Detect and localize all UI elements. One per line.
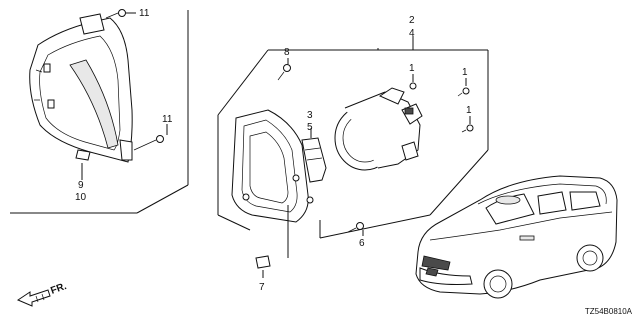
screw-1-a — [409, 74, 417, 90]
left-group-outline — [10, 10, 189, 214]
screw-6 — [347, 222, 364, 236]
callout-10: 10 — [75, 192, 87, 203]
front-direction-arrow-icon — [16, 289, 51, 307]
callout-9: 9 — [78, 180, 84, 191]
callout-7: 7 — [259, 282, 265, 293]
callout-3: 3 — [307, 110, 313, 121]
callout-11-right: 11 — [162, 114, 173, 125]
bolt-11-right — [133, 124, 168, 151]
center-group-outline — [217, 48, 489, 239]
fog-light-frame — [231, 109, 327, 223]
direction-label: FR. — [49, 281, 68, 297]
diagram-code: TZ54B0810A — [585, 307, 633, 316]
callout-8: 8 — [284, 47, 290, 58]
callout-2: 2 — [409, 15, 415, 26]
callout-1-b: 1 — [462, 67, 468, 78]
callout-6: 6 — [359, 238, 365, 249]
screw-1-b — [457, 78, 470, 97]
bolt-8 — [277, 58, 291, 81]
screw-1-c — [461, 116, 474, 133]
fog-light-unit — [334, 87, 423, 171]
callout-11-top: 11 — [139, 8, 150, 19]
clip-7 — [255, 205, 289, 278]
callout-5: 5 — [307, 122, 313, 133]
callout-1-a: 1 — [409, 63, 415, 74]
bolt-11-top — [105, 9, 136, 19]
fog-light-cover — [29, 13, 133, 163]
callout-4: 4 — [409, 28, 415, 39]
vehicle-illustration — [415, 175, 618, 299]
callout-1-c: 1 — [466, 105, 472, 116]
